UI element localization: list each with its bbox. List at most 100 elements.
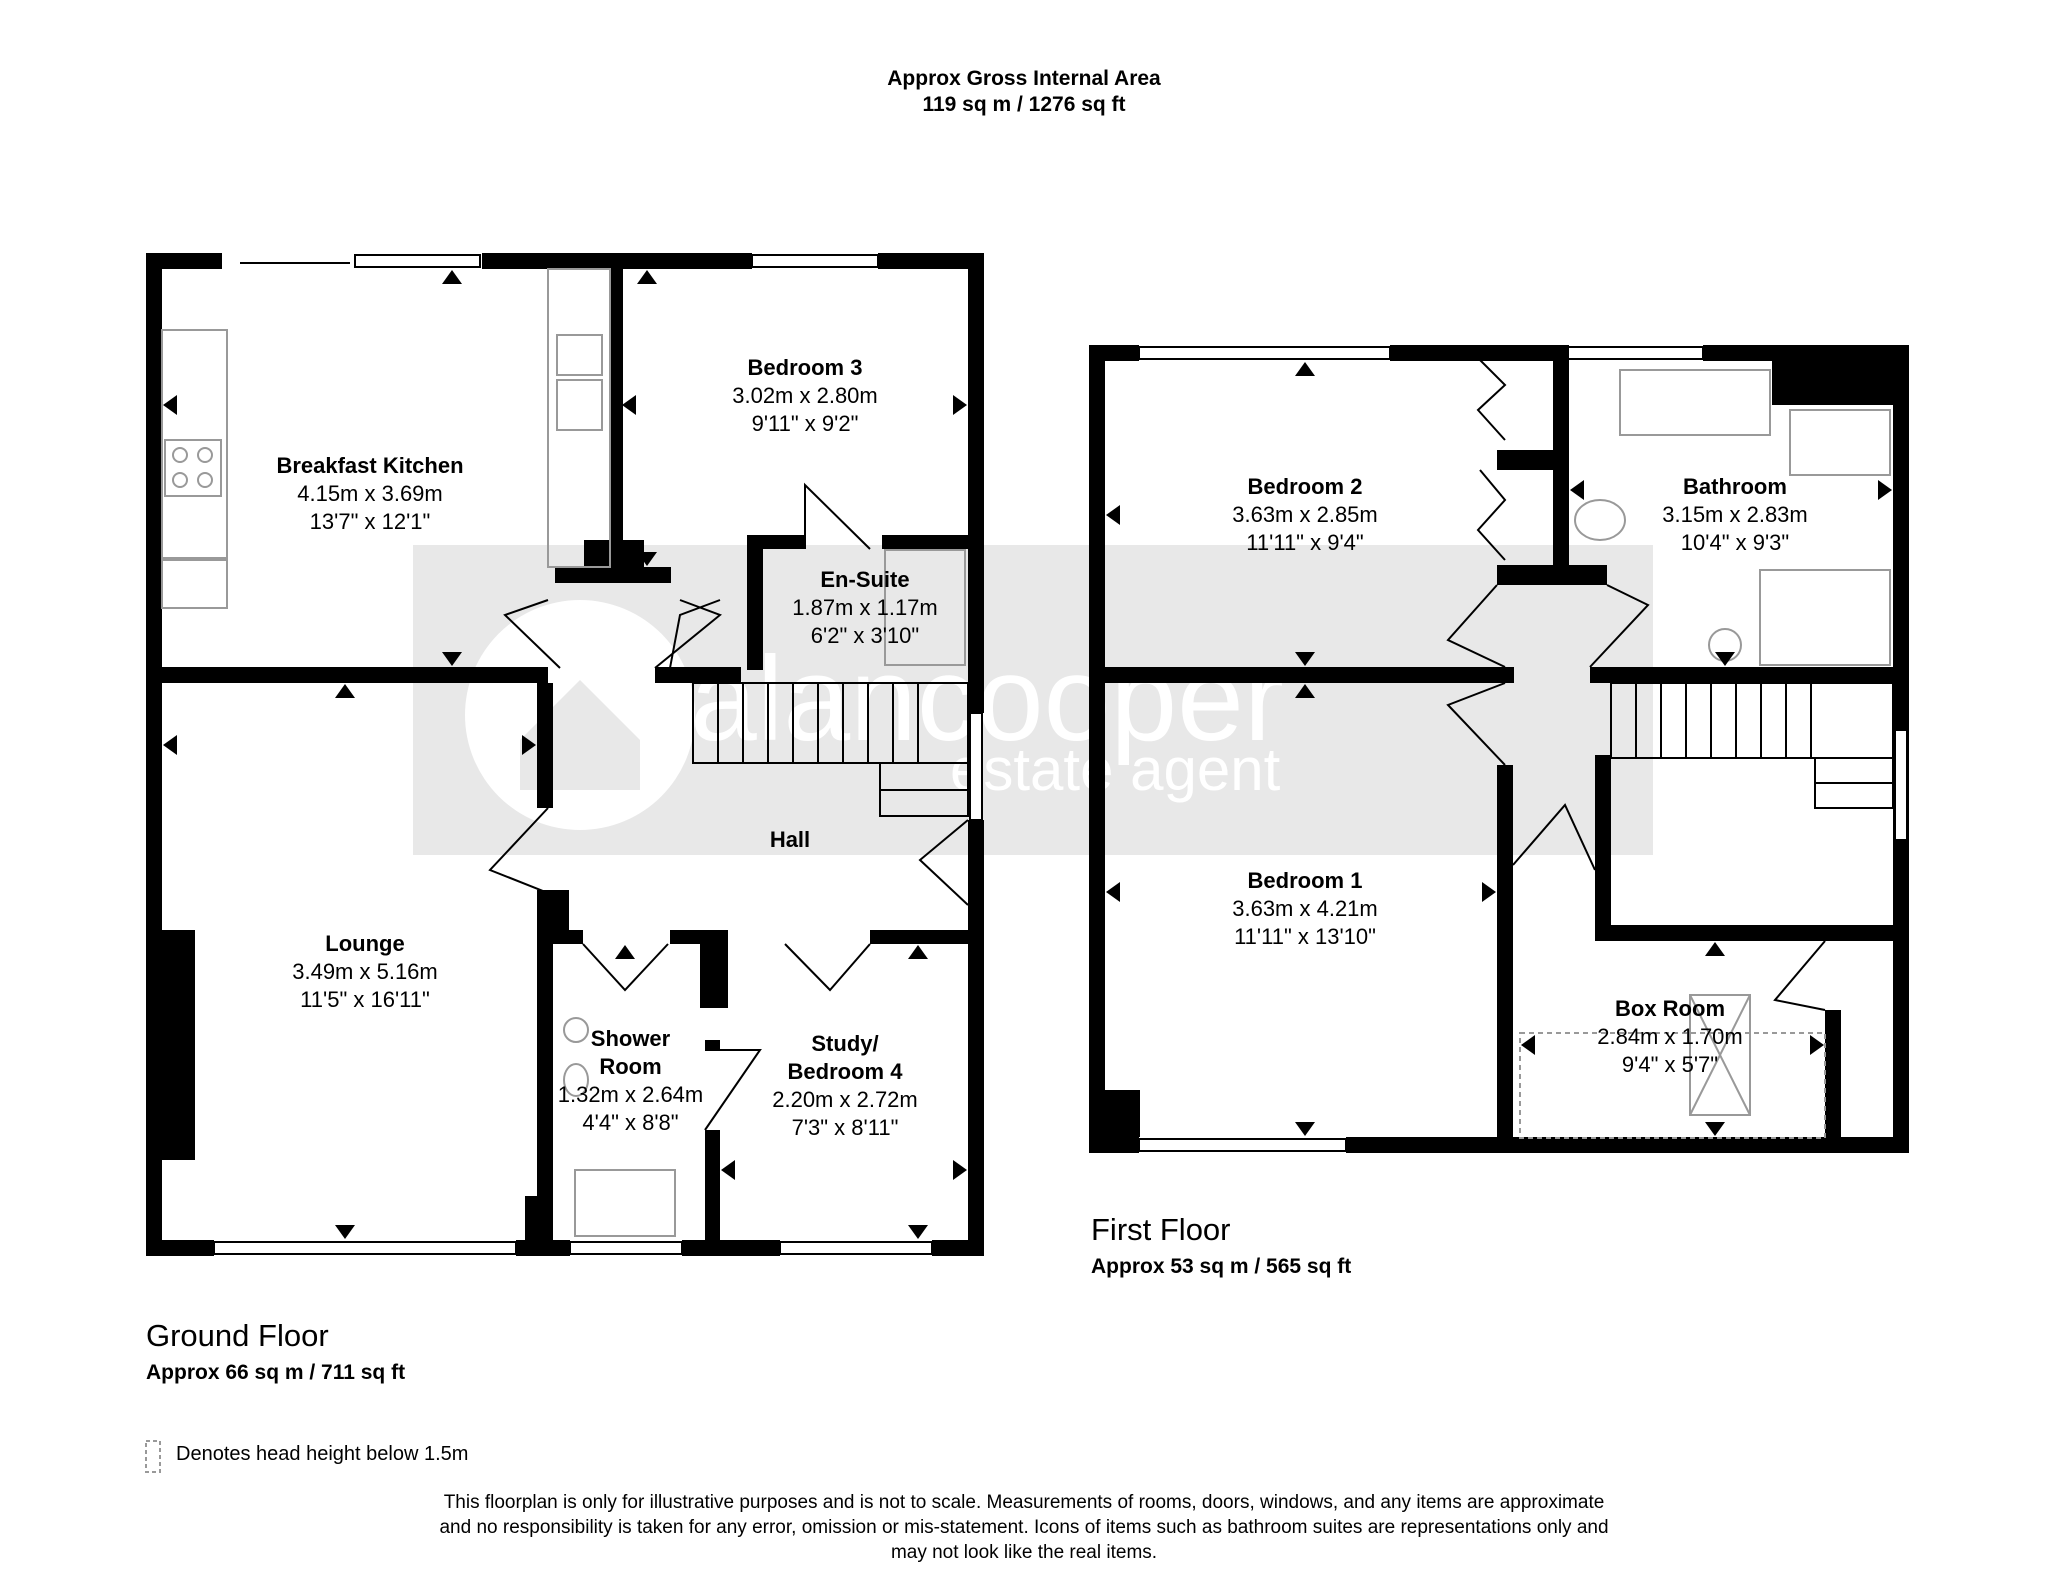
measurement-markers [163, 270, 1892, 1239]
window-bed3 [751, 254, 879, 268]
gf-wall-lounge-right-c [537, 940, 553, 1240]
kitchen-worktop-left [161, 329, 228, 561]
door-boxroom [1773, 940, 1826, 1011]
room-imperial: 6'2" x 3'10" [810, 623, 920, 648]
window-bathroom [1567, 346, 1704, 360]
door-bed2 [1446, 584, 1506, 668]
watermark-brand: alancooper [690, 632, 1284, 766]
first-floor-windows [1138, 346, 1908, 1152]
door-hall-right [918, 819, 969, 906]
watermark: alancooper estate agent [413, 545, 1653, 855]
gf-wall-left [146, 253, 162, 1256]
ground-floor-walls [146, 253, 984, 1256]
ff-wall-bath-stairs [1590, 667, 1893, 683]
appliance-icon [161, 557, 228, 609]
ground-floor-windows [213, 254, 983, 1255]
room-imperial: 11'11" x 9'4" [1246, 530, 1364, 555]
ff-wall-landing-top [1497, 565, 1607, 585]
window-landing [1894, 729, 1908, 841]
fireplace [162, 930, 195, 1160]
gf-wall-ensuite-left [747, 535, 763, 670]
room-name: Hall [769, 827, 811, 852]
room-shower-room: Shower Room 1.32m x 2.64m 4'4" x 8'8" [548, 1025, 713, 1137]
first-floor-name: First Floor [1091, 1212, 1231, 1247]
ff-wall-boxroom-top [1595, 925, 1893, 941]
gf-wall-top-a [146, 253, 222, 269]
ff-wall-top-b [1390, 345, 1568, 361]
room-imperial: 9'11" x 9'2" [751, 411, 859, 436]
room-imperial: 11'11" x 13'10" [1234, 924, 1376, 949]
room-bedroom-2: Bedroom 2 3.63m x 2.85m 11'11" x 9'4" [1175, 473, 1435, 557]
ground-floor-doors [488, 482, 969, 1131]
room-name: Breakfast Kitchen [276, 453, 464, 478]
room-imperial: 13'7" x 12'1" [309, 509, 431, 534]
door-ensuite [804, 482, 871, 550]
room-imperial: 10'4" x 9'3" [1680, 530, 1790, 555]
gf-wall-shower-top-a [553, 930, 583, 944]
disclaimer: This floorplan is only for illustrative … [274, 1490, 1774, 1565]
hob-icon [164, 439, 222, 497]
shower-tray [574, 1169, 676, 1237]
gf-wall-right-lower [968, 820, 984, 1256]
room-metric: 3.63m x 2.85m [1232, 502, 1378, 527]
head-height-area [1519, 1032, 1826, 1139]
room-metric: 1.87m x 1.17m [792, 595, 938, 620]
room-name: Bathroom [1683, 474, 1787, 499]
room-metric: 1.32m x 2.64m [557, 1082, 704, 1107]
ff-wall-bed2-bed1 [1089, 667, 1514, 683]
gf-wall-kitchen-bed3 [610, 253, 623, 583]
window-study [779, 1241, 933, 1255]
room-bedroom-1: Bedroom 1 3.63m x 4.21m 11'11" x 13'10" [1175, 867, 1435, 951]
gf-wall-shower-study [705, 1130, 720, 1256]
gf-wall-hall-stairs [655, 667, 741, 683]
room-hall: Hall [740, 826, 840, 854]
room-imperial: 4'4" x 8'8" [582, 1110, 679, 1135]
gross-area-heading: Approx Gross Internal Area [887, 67, 1161, 90]
disclaimer-line-1: This floorplan is only for illustrative … [443, 1492, 1605, 1513]
room-name: Bedroom 3 [747, 355, 863, 380]
first-floor-area: Approx 53 sq m / 565 sq ft [1091, 1255, 1352, 1278]
kitchen-worktop-right [547, 268, 611, 568]
gf-wall-lounge-right-a [537, 683, 553, 808]
legend-swatch [145, 1440, 161, 1473]
gf-wall-right-upper [968, 253, 984, 713]
room-name-line2: Room [599, 1054, 662, 1079]
legend-text: Denotes head height below 1.5m [176, 1443, 469, 1465]
room-name-line1: Shower [590, 1026, 671, 1051]
gross-area-value: 119 sq m / 1276 sq ft [922, 93, 1126, 116]
first-floor-stairs [1610, 682, 1894, 809]
bathroom-shower-tray [1759, 569, 1891, 666]
gf-wall-bottom-c [682, 1240, 780, 1256]
gf-wall-kitchen-lounge [146, 667, 548, 683]
room-imperial: 9'4" x 5'7" [1621, 1052, 1719, 1077]
door-study [784, 943, 871, 992]
gf-wall-bottom-d [932, 1240, 984, 1256]
ground-floor-area: Approx 66 sq m / 711 sq ft [146, 1361, 406, 1384]
ff-wall-left [1089, 345, 1105, 1153]
room-en-suite: En-Suite 1.87m x 1.17m 6'2" x 3'10" [770, 566, 960, 650]
room-name: Box Room [1615, 996, 1725, 1021]
room-metric: 2.84m x 1.70m [1597, 1024, 1743, 1049]
bathroom-storage [1789, 409, 1891, 476]
door-shower [582, 943, 669, 992]
window-kitchen [354, 254, 481, 268]
room-imperial: 11'5" x 16'11" [300, 987, 430, 1012]
ff-wall-bed2-bath [1553, 345, 1569, 575]
room-name-line2: Bedroom 4 [787, 1059, 903, 1084]
room-bedroom-3: Bedroom 3 3.02m x 2.80m 9'11" x 9'2" [685, 354, 925, 438]
room-metric: 3.15m x 2.83m [1662, 502, 1808, 527]
room-metric: 3.49m x 5.16m [292, 959, 438, 984]
first-floor-walls [1089, 345, 1909, 1153]
shower-tray-ensuite [884, 549, 966, 666]
gf-wall-top-c [878, 253, 978, 269]
gf-wall-bottom-a [146, 1240, 214, 1256]
room-metric: 2.20m x 2.72m [772, 1087, 918, 1112]
toilet-icon [563, 1017, 589, 1043]
drainer-icon [556, 379, 603, 431]
disclaimer-line-3: may not look like the real items. [890, 1542, 1158, 1563]
window-hall [969, 712, 983, 821]
ground-floor-caption: Ground Floor Approx 66 sq m / 711 sq ft [146, 1318, 405, 1386]
ff-wall-bed1-landing [1497, 765, 1513, 1153]
first-floor-doors [1446, 359, 1826, 1011]
